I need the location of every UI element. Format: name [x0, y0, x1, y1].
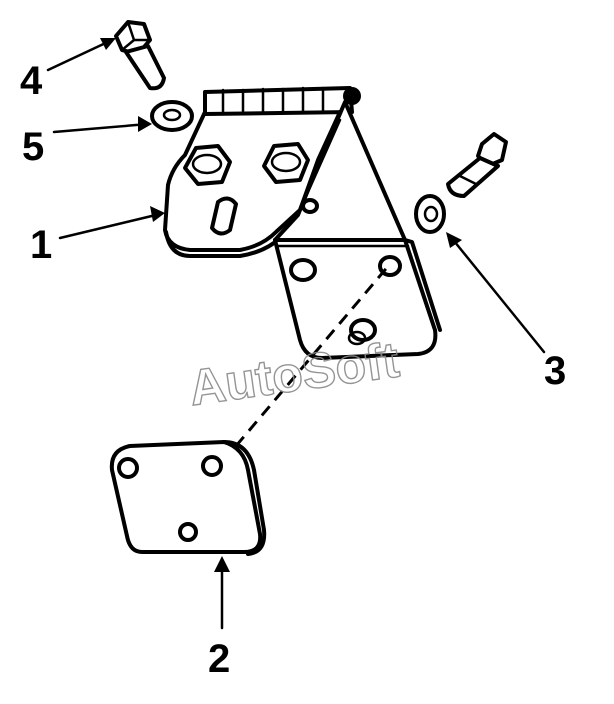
leader-4 — [46, 38, 114, 72]
watermark-text: AutoSoft — [186, 331, 403, 416]
leader-5 — [52, 122, 150, 134]
callout-1: 1 — [30, 223, 52, 267]
washer-part-3 — [414, 194, 446, 234]
leader-1 — [58, 212, 162, 240]
plate-hole-top-left — [117, 457, 139, 479]
bolt-part-3 — [446, 132, 508, 198]
callout-2: 2 — [208, 637, 230, 681]
square-plate-part-2 — [109, 440, 267, 556]
bracket-lower-plate-edge — [403, 238, 442, 332]
callout-3: 3 — [544, 349, 566, 393]
plate-hole-bottom — [178, 522, 198, 542]
hex-nut-left — [183, 144, 232, 186]
callout-4: 4 — [20, 59, 43, 103]
bracket-web-inner — [298, 118, 342, 212]
leader-3 — [448, 234, 546, 354]
bracket-slot — [210, 196, 238, 236]
leader-arrows — [46, 38, 546, 630]
hex-nut-right — [262, 142, 310, 184]
callout-5: 5 — [22, 125, 44, 169]
bracket-hole-upper-left — [289, 258, 317, 282]
plate-hole-top-right — [201, 455, 223, 477]
plate-face — [109, 440, 263, 554]
bracket-hole-lower — [349, 318, 377, 342]
hinge-bracket-part-1 — [163, 86, 442, 360]
bracket-plate-edge — [164, 230, 282, 258]
bracket-stud — [301, 198, 319, 214]
bolt-part-4 — [114, 20, 166, 91]
hinge-knuckle — [203, 86, 361, 116]
washer-part-5 — [150, 100, 194, 132]
